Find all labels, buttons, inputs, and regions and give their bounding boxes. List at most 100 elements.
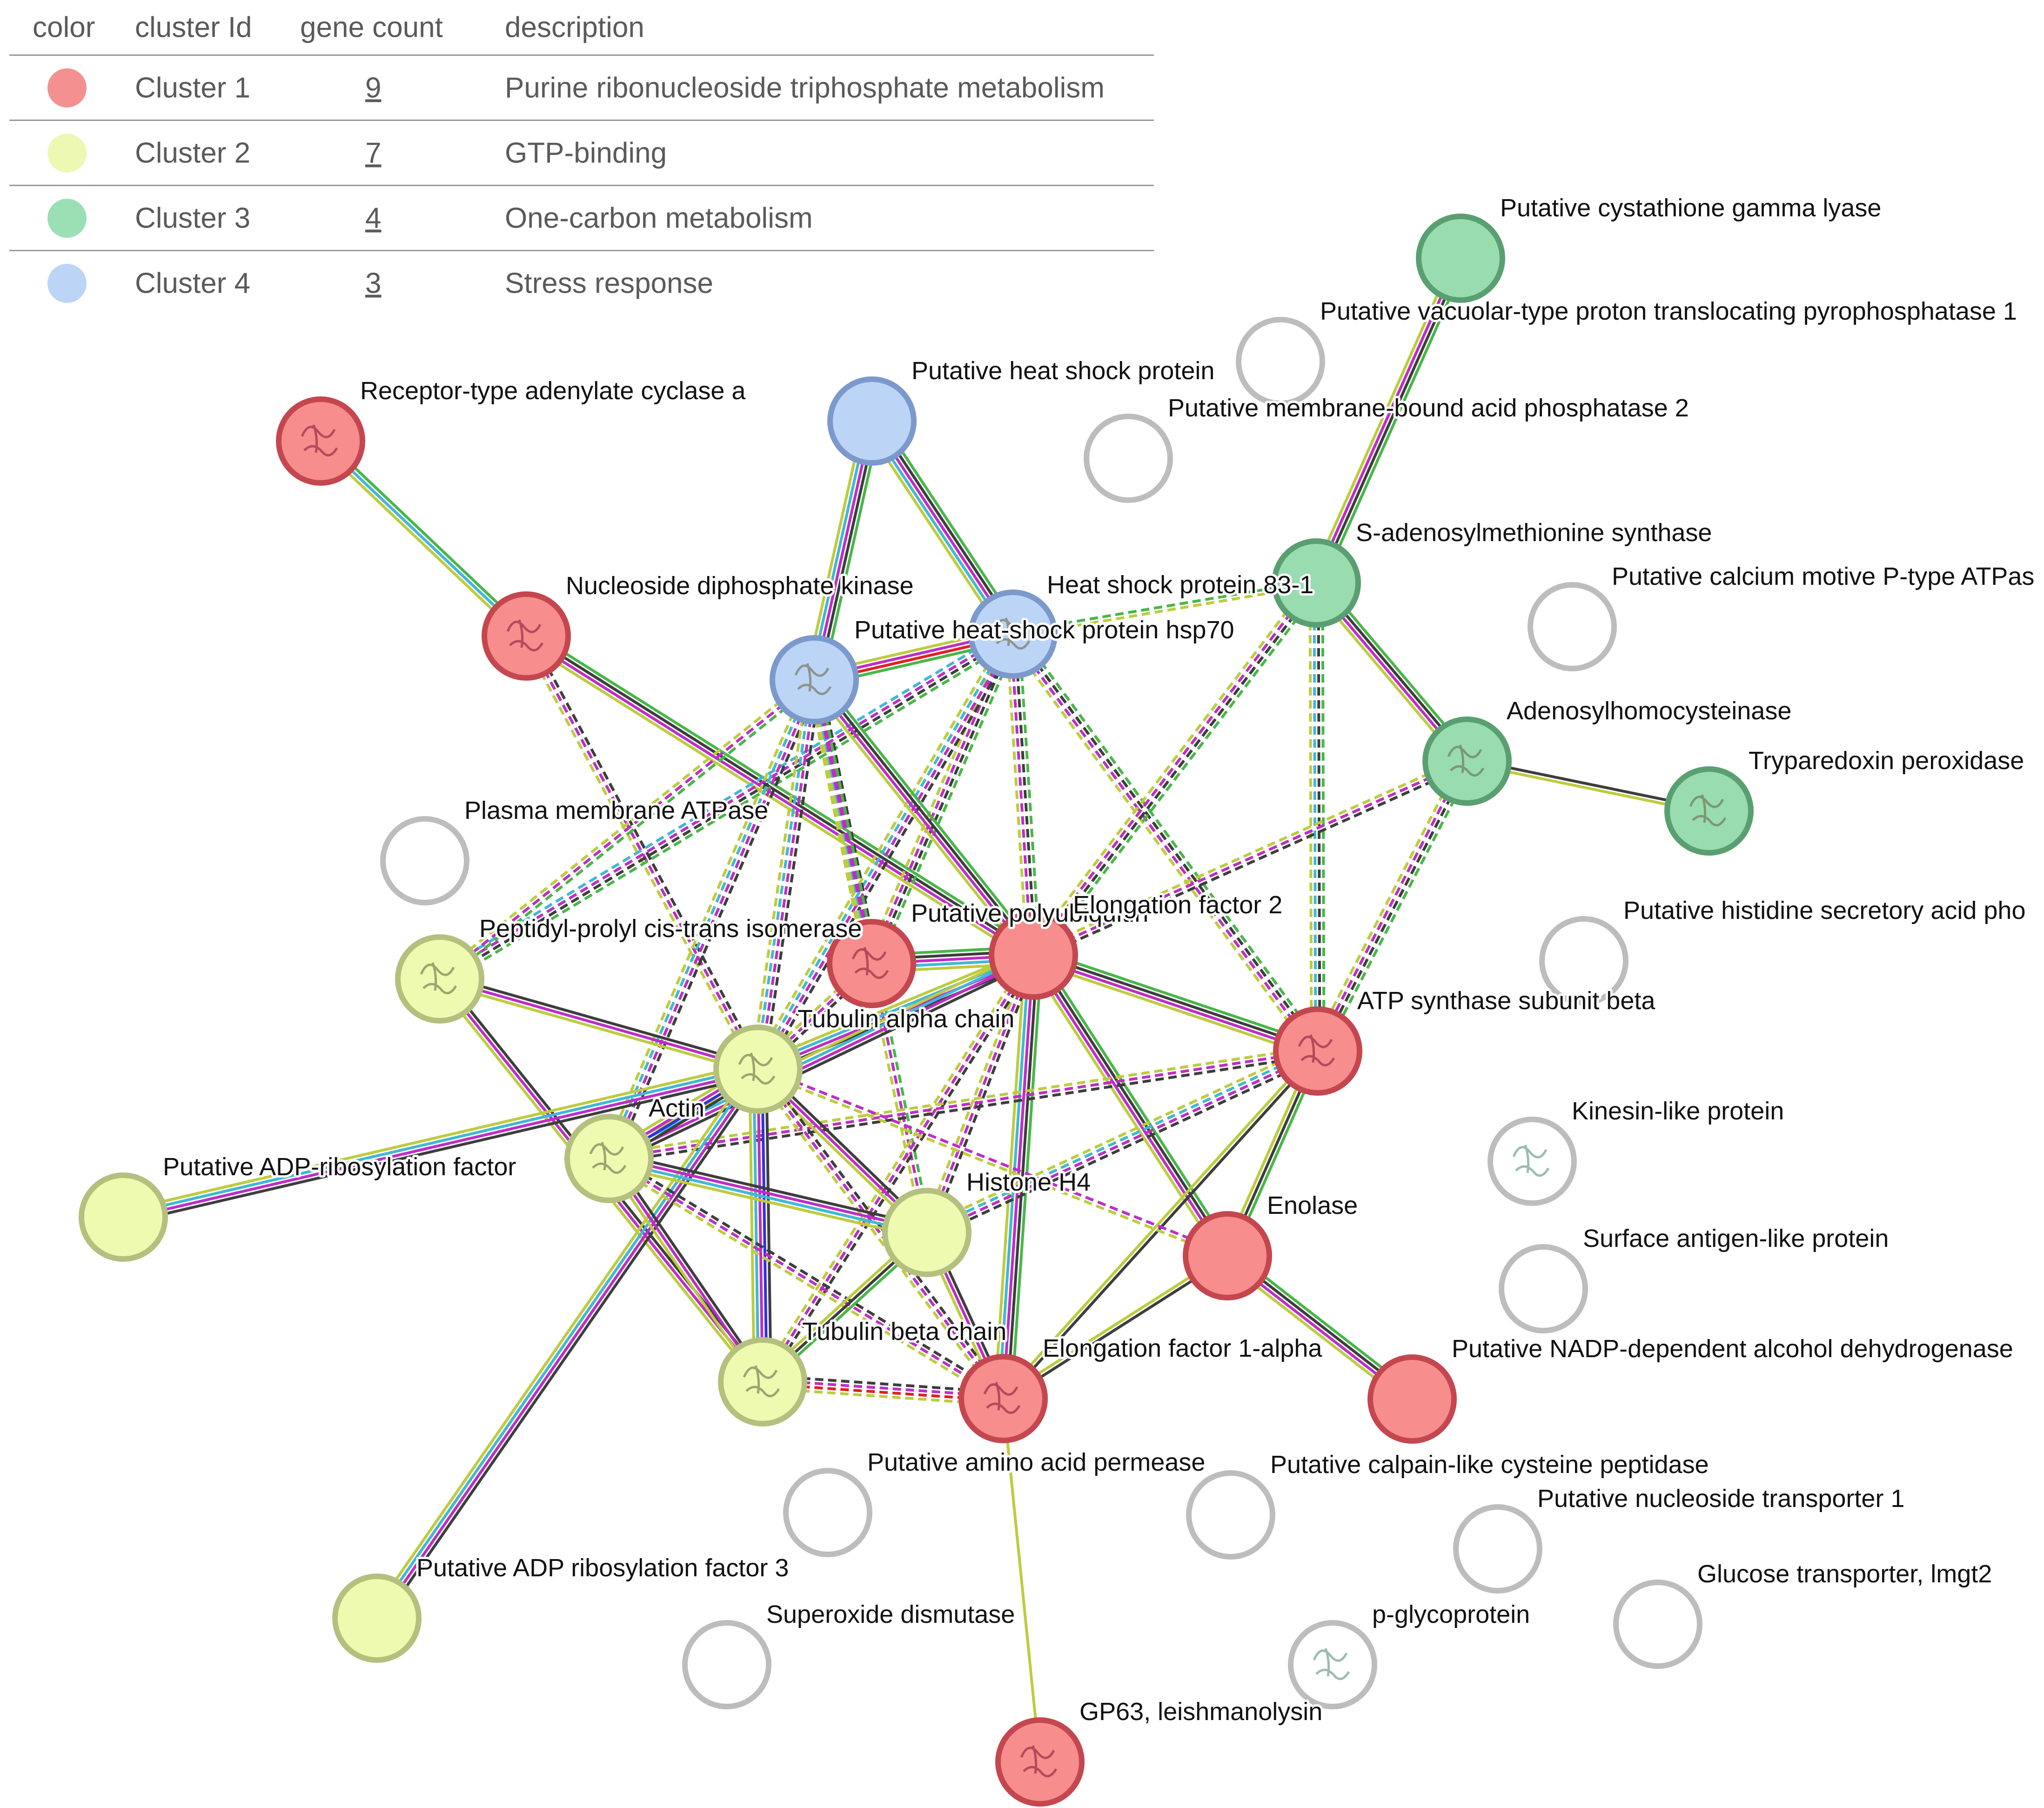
- node-atpb[interactable]: [1273, 1006, 1362, 1096]
- edge-sams-atpb[interactable]: [1308, 583, 1326, 1051]
- edge-tuba-arf3[interactable]: [370, 1065, 764, 1623]
- node-ppi[interactable]: [395, 934, 484, 1024]
- node-hsp70[interactable]: [770, 635, 859, 724]
- node-ef2[interactable]: [989, 911, 1078, 1000]
- node-tubb[interactable]: [718, 1337, 807, 1426]
- node-h4[interactable]: [882, 1188, 972, 1277]
- node-circle[interactable]: [1499, 1244, 1588, 1333]
- node-enolase[interactable]: [1183, 1211, 1272, 1300]
- node-circle[interactable]: [989, 911, 1078, 1000]
- node-circle[interactable]: [482, 591, 571, 681]
- node-aap[interactable]: [783, 1468, 872, 1557]
- node-actin[interactable]: [564, 1114, 654, 1203]
- node-circle[interactable]: [1664, 766, 1754, 856]
- edge-ef1a-gp63[interactable]: [1002, 1398, 1041, 1762]
- legend-gene-count-link[interactable]: 4: [365, 202, 382, 234]
- edge-ppi-tuba[interactable]: [438, 973, 760, 1075]
- edge-ahcy-atpb[interactable]: [1311, 757, 1474, 1055]
- edge-ef2-atpb[interactable]: [1031, 948, 1320, 1058]
- node-nt1[interactable]: [1453, 1504, 1542, 1594]
- node-kinesin[interactable]: [1488, 1117, 1577, 1206]
- edge-hsp70-actin[interactable]: [602, 676, 822, 1162]
- node-circle[interactable]: [718, 1337, 807, 1426]
- node-circle[interactable]: [968, 589, 1058, 679]
- node-circle[interactable]: [783, 1468, 872, 1557]
- node-circle[interactable]: [1084, 414, 1173, 503]
- node-surface[interactable]: [1499, 1244, 1588, 1333]
- edge-atpb-actin[interactable]: [608, 1045, 1319, 1164]
- edge-hsp70-pubq[interactable]: [806, 678, 879, 965]
- node-circle[interactable]: [1236, 317, 1325, 406]
- node-hspA[interactable]: [827, 376, 917, 466]
- edge-hsp83-ppi[interactable]: [436, 627, 1017, 986]
- node-racA[interactable]: [276, 396, 365, 486]
- node-circle[interactable]: [1183, 1211, 1272, 1300]
- edge-hsp83-ef2[interactable]: [1005, 633, 1041, 956]
- node-calpain[interactable]: [1186, 1470, 1275, 1560]
- edge-racA-ndk[interactable]: [316, 437, 530, 640]
- node-ef1a[interactable]: [958, 1354, 1048, 1443]
- node-tuba[interactable]: [713, 1025, 803, 1114]
- node-hsap[interactable]: [1539, 916, 1628, 1005]
- node-nadp[interactable]: [1367, 1354, 1457, 1444]
- edge-ahcy-ef2[interactable]: [1031, 756, 1469, 960]
- node-arf[interactable]: [79, 1172, 168, 1262]
- node-circle[interactable]: [564, 1114, 654, 1203]
- edge-tuba-arf[interactable]: [121, 1061, 760, 1225]
- edge-hsp70-ef2[interactable]: [808, 675, 1039, 960]
- edge-ef2-enolase[interactable]: [1027, 951, 1234, 1260]
- node-glut[interactable]: [1613, 1580, 1702, 1669]
- node-circle[interactable]: [995, 1717, 1085, 1807]
- node-circle[interactable]: [1367, 1354, 1457, 1444]
- edge-actin-ef1a[interactable]: [606, 1153, 1006, 1404]
- legend-gene-count-link[interactable]: 9: [365, 72, 382, 104]
- node-hsp83[interactable]: [968, 589, 1058, 679]
- edge-tuba-ef1a[interactable]: [753, 1065, 1008, 1402]
- node-ndk[interactable]: [482, 591, 571, 681]
- edge-hsp83-tuba[interactable]: [751, 630, 1020, 1073]
- edge-tuba-enolase[interactable]: [757, 1066, 1229, 1259]
- edge-hsp83-atpb[interactable]: [1006, 629, 1324, 1056]
- node-circle[interactable]: [1528, 582, 1617, 671]
- node-circle[interactable]: [1416, 214, 1505, 303]
- edge-hsp70-h4[interactable]: [809, 678, 932, 1234]
- node-circle[interactable]: [1453, 1504, 1542, 1594]
- node-circle[interactable]: [395, 934, 484, 1024]
- node-vppase[interactable]: [1236, 317, 1325, 406]
- edge-cgl-sams[interactable]: [1309, 255, 1468, 586]
- node-sams[interactable]: [1272, 538, 1361, 628]
- node-pgp[interactable]: [1288, 1620, 1377, 1709]
- node-circle[interactable]: [79, 1172, 168, 1262]
- node-circle[interactable]: [380, 816, 469, 905]
- node-circle[interactable]: [958, 1354, 1048, 1443]
- node-ahcy[interactable]: [1422, 717, 1512, 806]
- node-txnp[interactable]: [1664, 766, 1754, 856]
- node-circle[interactable]: [827, 919, 916, 1008]
- edge-ndk-tuba[interactable]: [521, 633, 763, 1072]
- edge-ef2-h4[interactable]: [921, 953, 1039, 1235]
- node-circle[interactable]: [1539, 916, 1628, 1005]
- node-sod[interactable]: [682, 1620, 771, 1709]
- node-circle[interactable]: [827, 376, 917, 466]
- edge-actin-h4[interactable]: [607, 1151, 929, 1240]
- node-gp63[interactable]: [995, 1717, 1085, 1807]
- node-pma[interactable]: [380, 816, 469, 905]
- edge-ef2-tubb[interactable]: [757, 952, 1039, 1385]
- node-circle[interactable]: [1488, 1117, 1577, 1206]
- node-mbap[interactable]: [1084, 414, 1173, 503]
- node-circle[interactable]: [1613, 1580, 1702, 1669]
- node-circle[interactable]: [1186, 1470, 1275, 1560]
- node-circle[interactable]: [713, 1025, 803, 1114]
- node-circle[interactable]: [1273, 1006, 1362, 1096]
- legend-gene-count-link[interactable]: 3: [365, 267, 382, 299]
- edge-tuba-tubb[interactable]: [748, 1069, 772, 1382]
- edge-hsp70-ppi[interactable]: [436, 675, 818, 984]
- node-circle[interactable]: [332, 1574, 422, 1663]
- edge-ndk-ef2[interactable]: [522, 629, 1038, 962]
- edge-hsp70-tuba[interactable]: [750, 678, 822, 1071]
- node-arf3[interactable]: [332, 1574, 422, 1663]
- node-pca[interactable]: [1528, 582, 1617, 671]
- node-circle[interactable]: [276, 396, 365, 486]
- node-circle[interactable]: [770, 635, 859, 724]
